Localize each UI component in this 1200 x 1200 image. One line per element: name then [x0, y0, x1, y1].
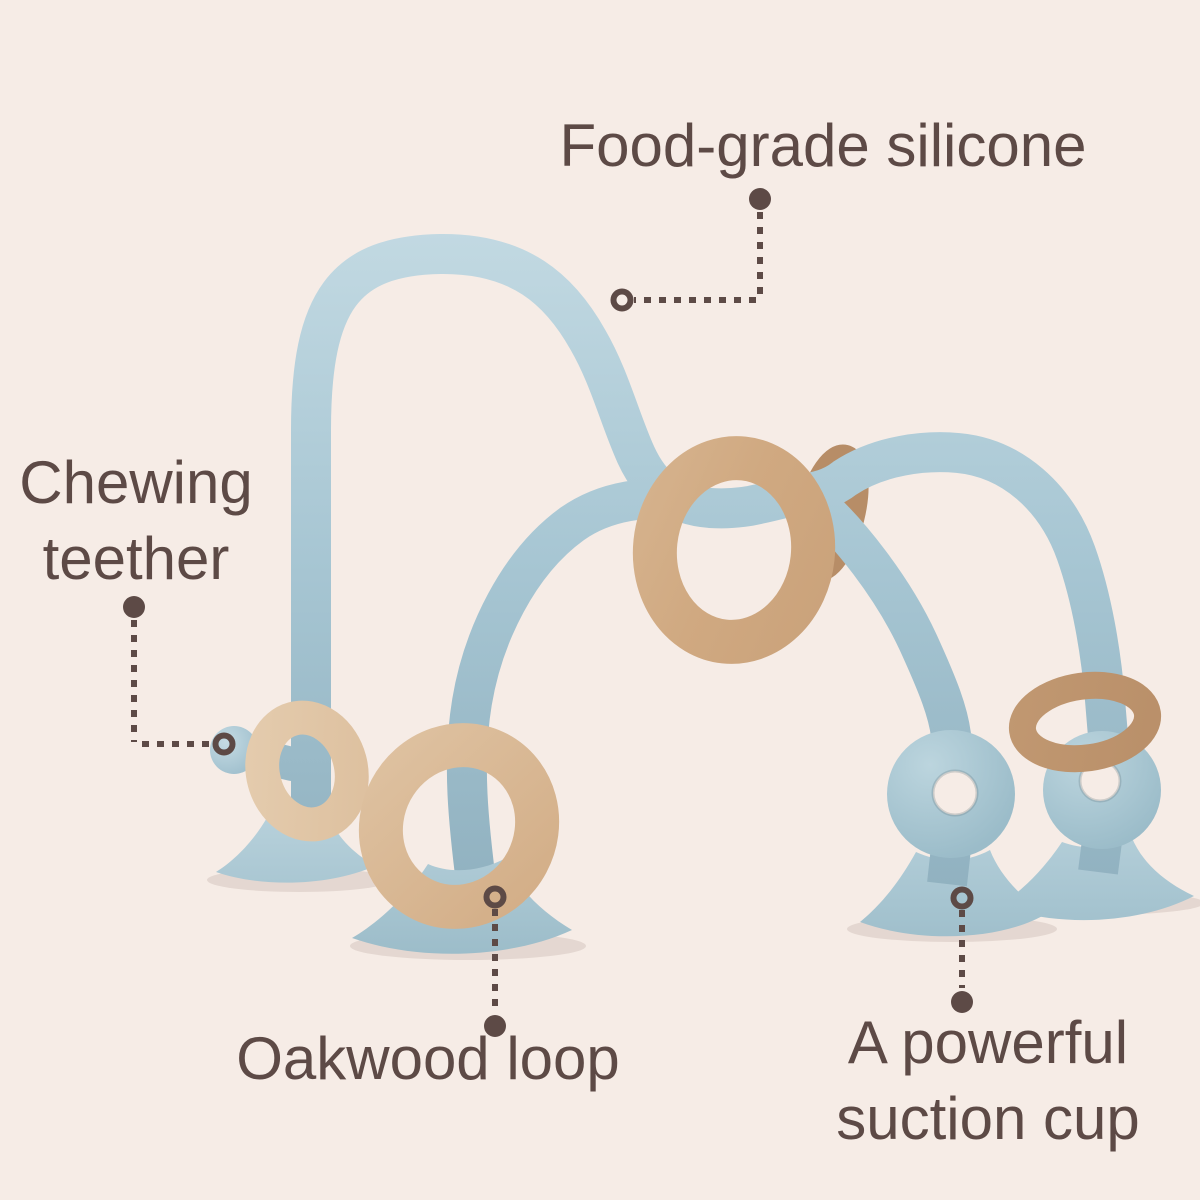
leader-circle-icon: [950, 886, 974, 910]
leader-dot-icon: [123, 596, 145, 618]
leader-dot-icon: [484, 1015, 506, 1037]
label-food-grade-silicone: Food-grade silicone: [559, 112, 1087, 179]
leader-dotted-line: [131, 620, 210, 747]
leader-oakwood-loop: [483, 885, 507, 1037]
leader-circle-icon: [610, 288, 634, 312]
silicone-cord-center-arch: [446, 478, 712, 918]
lollipop-disc-left: [887, 730, 1015, 858]
wooden-ring-center: [632, 436, 836, 664]
leader-circle-icon: [212, 732, 236, 756]
label-chewing-teether: Chewing teether: [19, 449, 253, 592]
disc-left-hole: [931, 769, 979, 817]
wooden-ring-bottom: [358, 723, 560, 929]
suction-cup-right-lollipop: [998, 838, 1194, 921]
label-oakwood-loop: Oakwood loop: [236, 1025, 620, 1092]
wooden-ring-right: [1008, 671, 1162, 773]
leader-dotted-line: [634, 212, 763, 303]
leader-chewing-teether: [123, 596, 236, 756]
leader-food-grade-silicone: [610, 188, 771, 312]
label-suction-cup: A powerful suction cup: [836, 1009, 1140, 1152]
silicone-cord-right-branch: [792, 480, 971, 755]
leader-dot-icon: [951, 991, 973, 1013]
leader-suction-cup: [950, 886, 974, 1013]
silicone-cord-main: [291, 233, 1128, 853]
wooden-ring-teether: [245, 700, 369, 842]
leader-dot-icon: [749, 188, 771, 210]
leader-circle-icon: [483, 885, 507, 909]
